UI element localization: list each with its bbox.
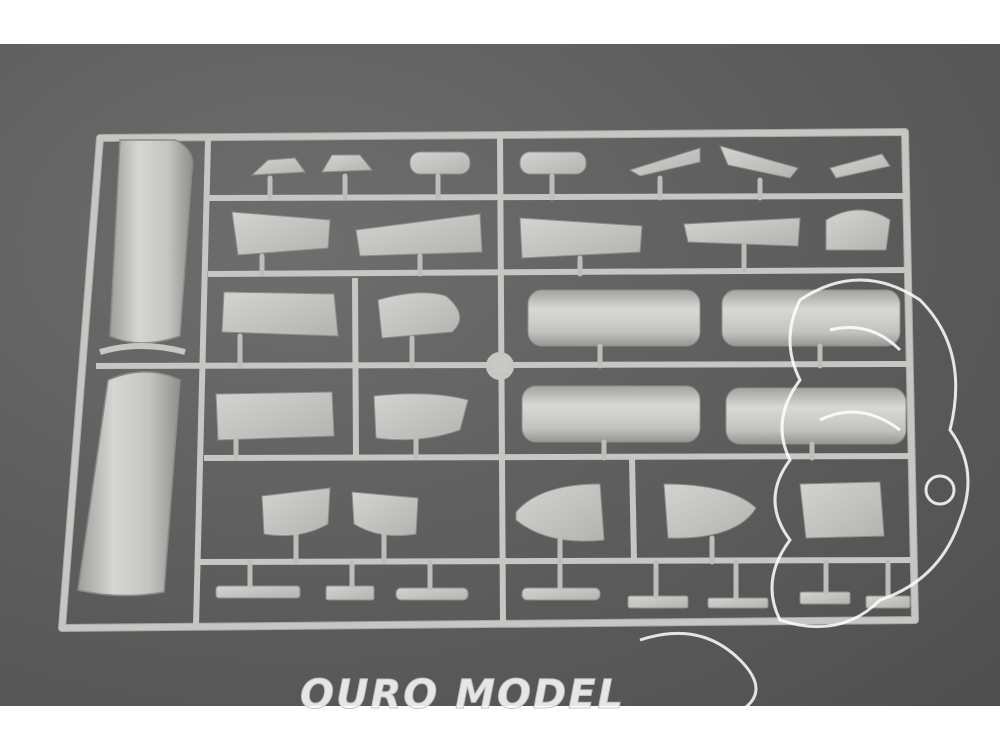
sprue-gates [233,173,891,601]
row-2-parts [231,209,891,259]
bottom-margin [0,706,1000,750]
row-3-parts [221,289,901,347]
top-margin [0,0,1000,44]
row-6-parts [215,585,911,609]
row-5-parts [261,481,885,542]
row-4-parts [215,385,907,445]
watermark-text: OURO MODEL [299,672,626,719]
sprue-frame [58,128,919,632]
watermark-mascot [639,278,970,722]
row-1-parts [250,145,891,179]
fuselage-half-lower [77,371,181,597]
fuselage-half-upper [109,139,194,344]
